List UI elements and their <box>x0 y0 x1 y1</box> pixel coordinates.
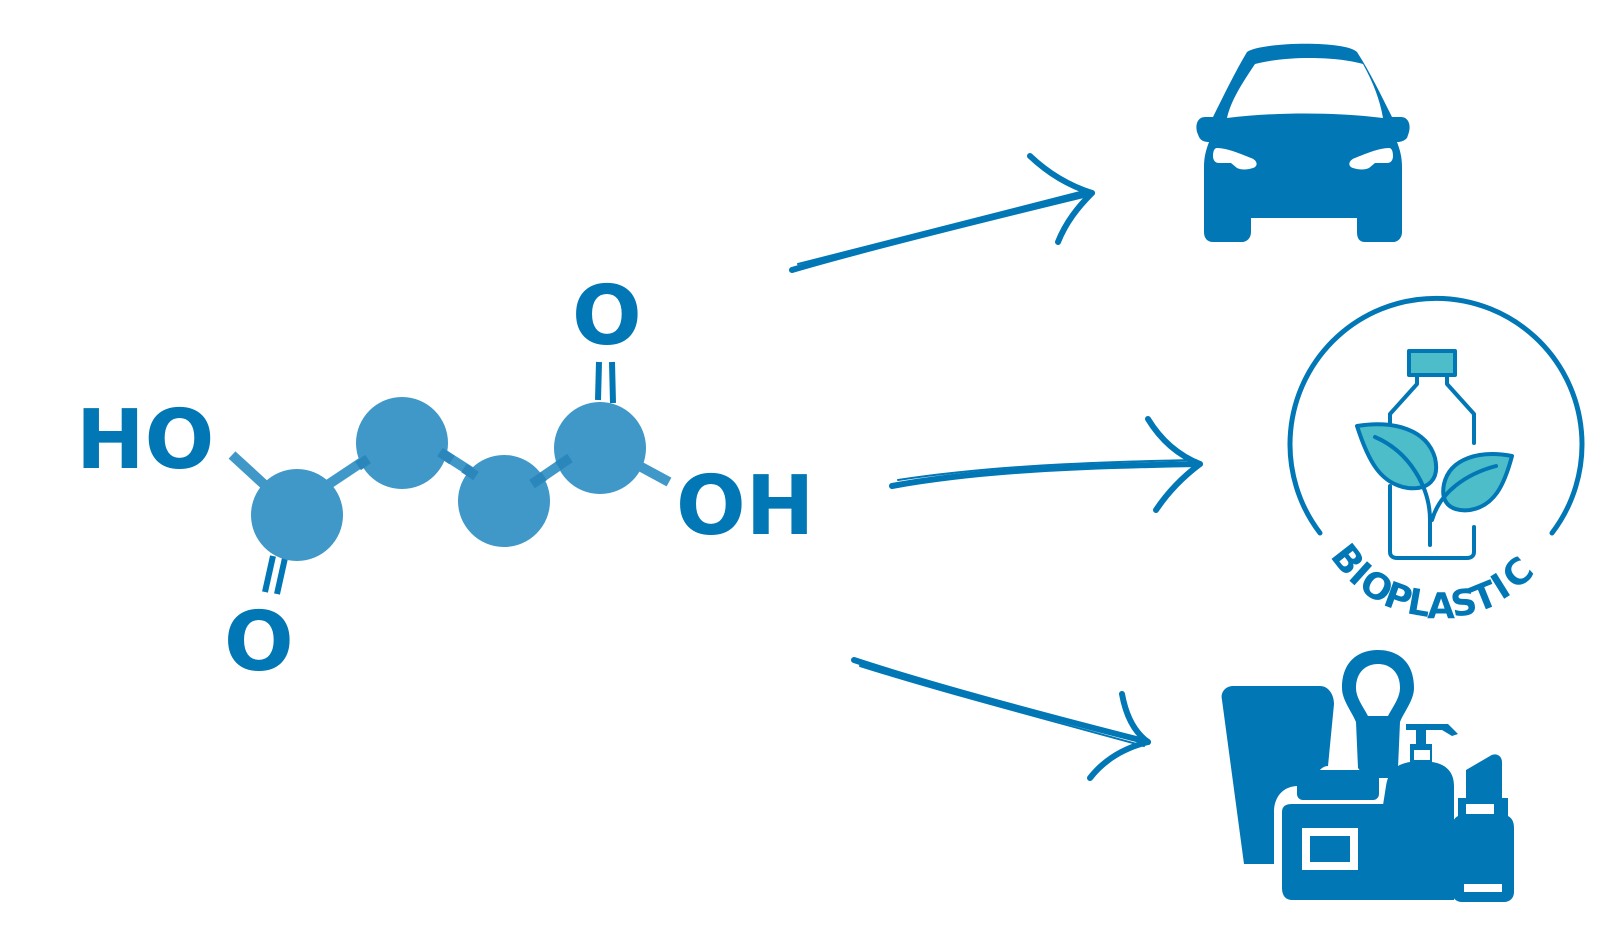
double-bond-bottom-line-2 <box>274 557 288 595</box>
cosmetic-pump-bottle <box>1369 724 1458 900</box>
carbon-atom-4 <box>554 402 646 494</box>
cosmetic-pump-bottle-band <box>1414 750 1430 760</box>
bioplastic-circle-arc <box>1287 295 1585 536</box>
double-bond-bottom-line-1 <box>262 555 276 593</box>
arrow-to-bioplastic-shaft-sketch <box>897 459 1197 481</box>
oxygen-label-bottom: O <box>224 595 294 690</box>
carbon-atom-3 <box>458 455 550 547</box>
carbon-atom-2 <box>356 397 448 489</box>
hydroxyl-label-left: HO <box>76 393 214 488</box>
arrow-to-cosmetics-shaft-sketch <box>859 665 1145 747</box>
atom-labels: HO OH O O <box>76 269 814 690</box>
double-bond-top-line-2 <box>609 361 616 404</box>
arrow-to-car-shaft-sketch <box>797 189 1089 265</box>
bond-accent-2 <box>437 447 455 465</box>
arrow-to-car <box>789 153 1095 273</box>
arrow-to-bioplastic-shaft <box>889 461 1203 489</box>
carbon-atom-1 <box>251 469 343 561</box>
oxygen-label-top: O <box>572 269 642 364</box>
arrow-to-bioplastic <box>889 416 1203 513</box>
bond-accent-3 <box>461 463 479 481</box>
bond-accent-1 <box>355 454 371 471</box>
bioplastic-bottle-icon: B I O P L A S T I C <box>1287 295 1585 627</box>
car-headlight-right <box>1349 148 1393 170</box>
cosmetic-small-bottle <box>1452 754 1514 902</box>
cosmetic-pump-bulb-inner <box>1356 664 1400 716</box>
leaf-left <box>1355 422 1439 491</box>
arrow-to-cosmetics <box>851 657 1151 781</box>
cosmetic-jar-lid <box>1297 770 1379 800</box>
cosmetic-tube <box>1221 686 1334 864</box>
arrow-to-car-shaft <box>789 190 1095 273</box>
bond-accent-5 <box>555 453 573 471</box>
car-headlight-left <box>1213 148 1257 170</box>
bond-accents <box>355 447 573 489</box>
cosmetic-small-bottle-band <box>1466 804 1494 814</box>
cosmetic-jar-label-inner <box>1310 836 1350 862</box>
molecule-structure: HO OH O O <box>76 269 814 690</box>
car-windshield <box>1227 58 1383 118</box>
double-bond-top-line-1 <box>595 361 602 401</box>
arrow-to-cosmetics-shaft <box>851 657 1151 745</box>
carbon-atoms <box>251 397 646 561</box>
arrows <box>789 153 1203 781</box>
double-bonds <box>262 361 616 595</box>
arrow-to-cosmetics-head <box>1087 691 1151 781</box>
plant-stem <box>1373 435 1498 547</box>
arrow-to-car-head <box>1027 153 1095 245</box>
leaf-right <box>1441 452 1514 513</box>
bond-ho-c1 <box>228 451 272 492</box>
car-icon <box>1196 43 1410 242</box>
hydroxyl-label-right: OH <box>676 459 814 554</box>
cosmetic-bottles-icon <box>1221 650 1514 902</box>
bond-accent-4 <box>529 471 547 489</box>
cosmetic-small-bottle-label <box>1464 884 1502 892</box>
bioplastic-letter-a: A <box>1427 586 1455 627</box>
arrow-to-bioplastic-head <box>1145 416 1203 513</box>
bottle-cap <box>1407 349 1457 377</box>
